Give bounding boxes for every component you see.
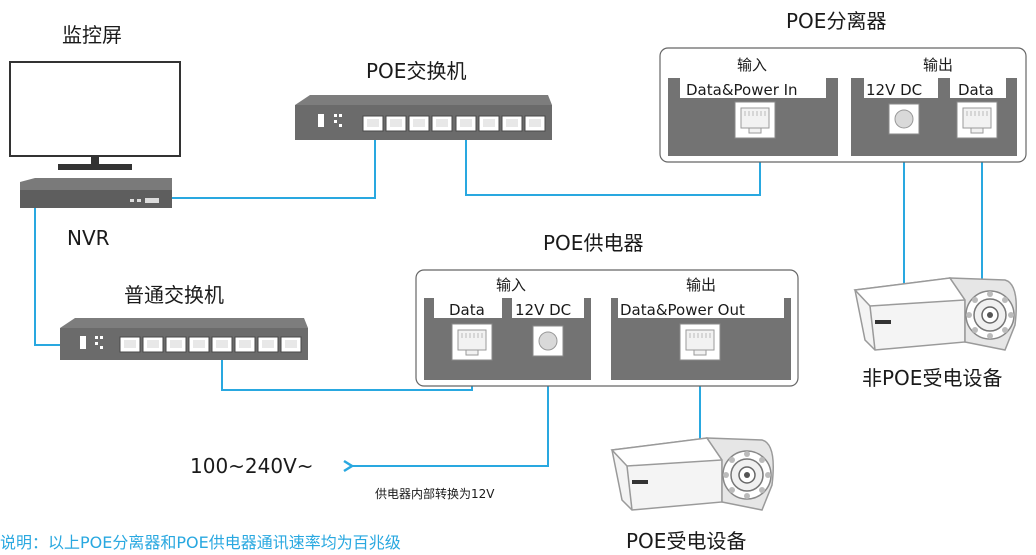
splitter-port-data-label: Data	[958, 81, 994, 99]
splitter-port-in-label: Data&Power In	[686, 81, 798, 99]
injector-port-out-label: Data&Power Out	[620, 301, 745, 319]
splitter-output-title: 输出	[923, 56, 953, 74]
switch-port-icon	[431, 115, 453, 132]
switch-port-icon	[188, 336, 210, 353]
switch-port-icon	[524, 115, 546, 132]
switch-port-icon	[211, 336, 233, 353]
power-voltage-label: 100~240V~	[190, 454, 314, 478]
switch-port-icon	[478, 115, 500, 132]
switch-port-icon	[257, 336, 279, 353]
poe-device-label: POE受电设备	[626, 529, 746, 553]
injector-device	[415, 269, 799, 387]
splitter-label: POE分离器	[786, 9, 886, 33]
poe-camera-icon	[611, 437, 774, 511]
injector-input-title: 输入	[496, 276, 526, 294]
injector-output-title: 输出	[686, 276, 716, 294]
poe-switch-device	[295, 95, 552, 140]
switch-port-icon	[234, 336, 256, 353]
injector-label: POE供电器	[543, 231, 643, 255]
switch-port-icon	[119, 336, 141, 353]
splitter-input-title: 输入	[737, 56, 767, 74]
injector-port-dc-label: 12V DC	[515, 301, 571, 319]
switch-port-icon	[408, 115, 430, 132]
normal-switch-device	[60, 318, 308, 360]
splitter-port-dc-label: 12V DC	[866, 81, 922, 99]
power-arrow	[343, 459, 355, 473]
cable-nvr-normal-switch	[34, 205, 60, 346]
switch-port-icon	[280, 336, 302, 353]
splitter-device	[659, 47, 1027, 163]
switch-port-icon	[501, 115, 523, 132]
switch-port-icon	[362, 115, 384, 132]
poe-switch-label: POE交换机	[366, 59, 466, 83]
nvr-device	[20, 178, 172, 208]
non-poe-camera-icon	[854, 277, 1017, 351]
cable-poe-switch-splitter	[465, 138, 761, 196]
switch-port-icon	[142, 336, 164, 353]
injector-port-data-label: Data	[449, 301, 485, 319]
non-poe-device-label: 非POE受电设备	[862, 366, 1002, 390]
normal-switch-label: 普通交换机	[124, 283, 224, 307]
monitor-device	[9, 61, 181, 170]
switch-port-icon	[455, 115, 477, 132]
nvr-label: NVR	[67, 226, 110, 250]
cable-nvr-poe-switch	[172, 140, 376, 199]
monitor-label: 监控屏	[62, 23, 122, 47]
footnote: 说明：以上POE分离器和POE供电器通讯速率均为百兆级	[0, 533, 401, 552]
power-note-label: 供电器内部转换为12V	[375, 486, 495, 501]
switch-port-icon	[165, 336, 187, 353]
switch-port-icon	[385, 115, 407, 132]
